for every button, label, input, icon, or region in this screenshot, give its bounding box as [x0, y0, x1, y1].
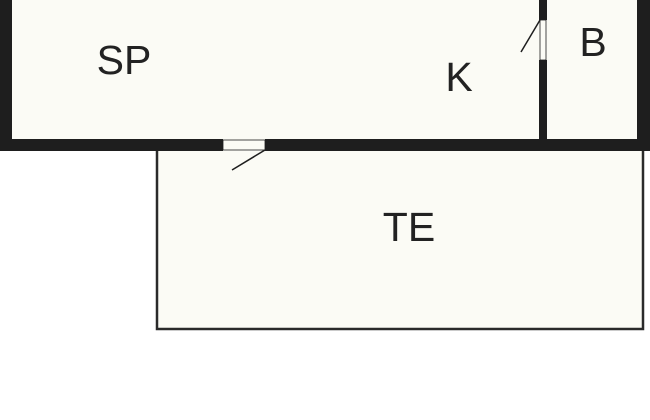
- bathroom-door-opening: [539, 19, 547, 61]
- bottom-wall-left: [0, 139, 223, 151]
- bathroom-door-swing: [520, 19, 541, 53]
- room-label-k: K: [445, 54, 472, 100]
- room-label-te: TE: [383, 204, 435, 250]
- left-wall: [0, 0, 12, 151]
- bottom-wall-right: [265, 139, 650, 151]
- entrance-door-swing: [231, 149, 266, 171]
- interior-wall-bottom: [539, 60, 547, 145]
- room-label-b: B: [579, 19, 606, 65]
- room-label-sp: SP: [97, 37, 152, 83]
- terrace-area: [155, 144, 645, 331]
- entrance-door-opening: [222, 139, 266, 151]
- right-wall: [637, 0, 650, 151]
- interior-wall-top: [539, 0, 547, 20]
